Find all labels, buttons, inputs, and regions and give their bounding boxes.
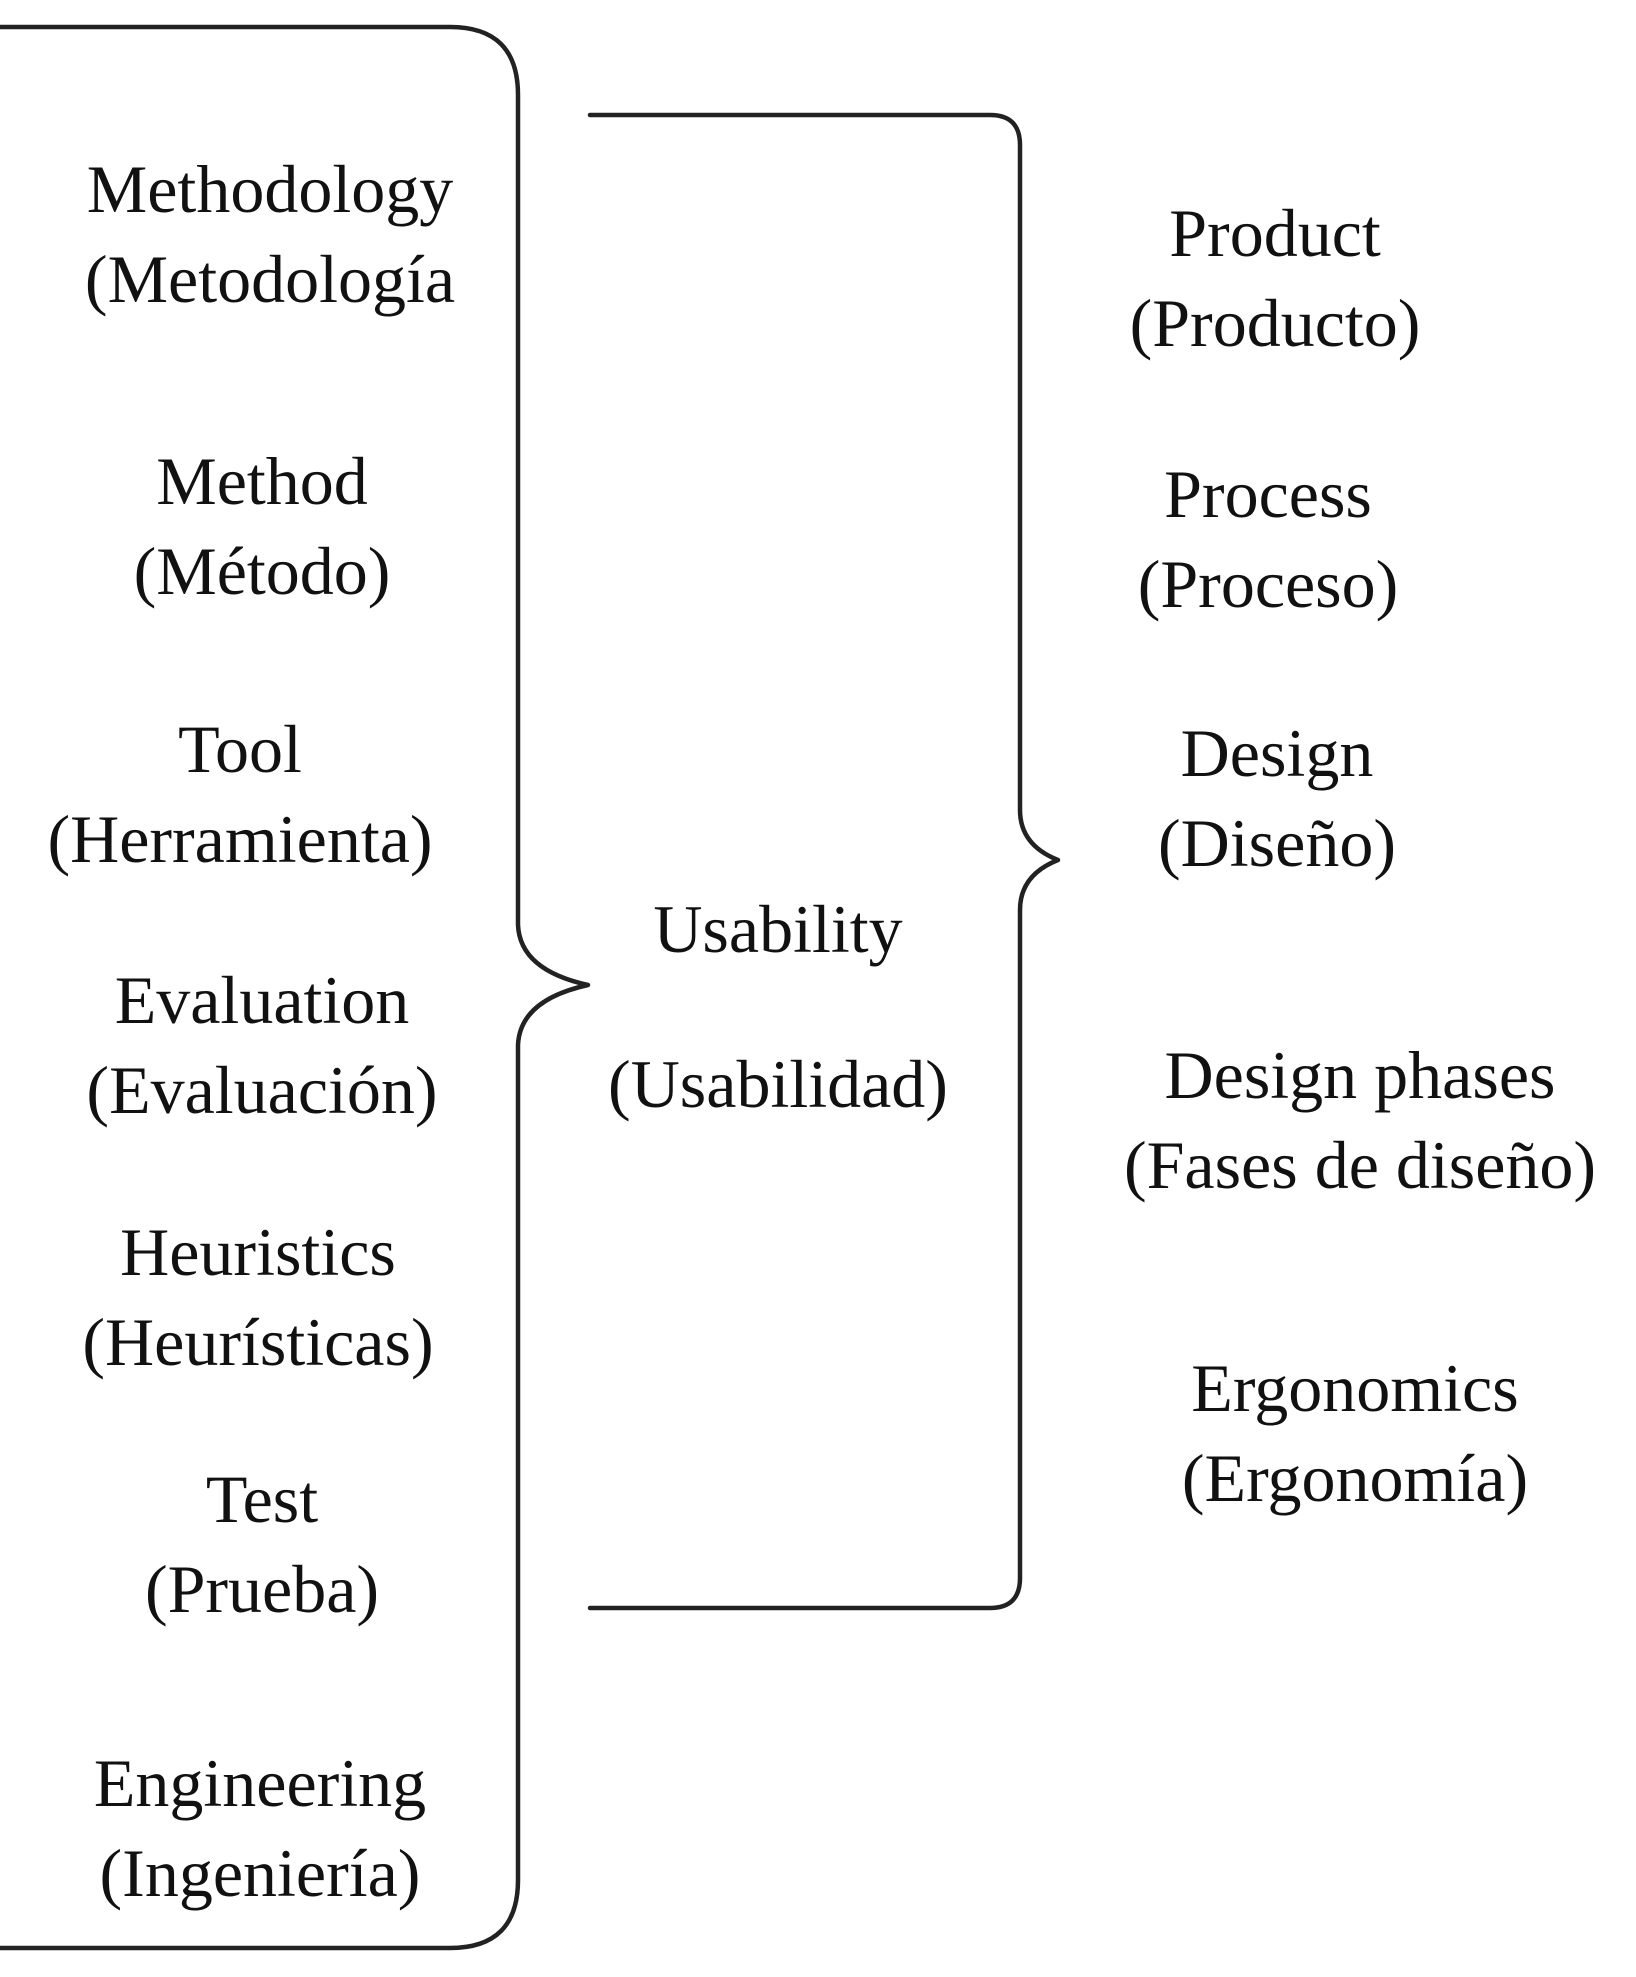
term-english: Evaluation bbox=[114, 962, 410, 1038]
term-spanish: (Prueba) bbox=[144, 1551, 380, 1627]
term-spanish: (Diseño) bbox=[1158, 805, 1396, 881]
left-term-method: Method (Método) bbox=[134, 436, 391, 616]
left-term-tool: Tool (Herramienta) bbox=[47, 704, 432, 884]
left-term-engineering: Engineering (Ingeniería) bbox=[94, 1738, 426, 1918]
right-term-design-phases: Design phases (Fases de diseño) bbox=[1124, 1030, 1596, 1210]
term-spanish: (Herramienta) bbox=[47, 801, 433, 877]
term-spanish: (Método) bbox=[133, 533, 391, 609]
term-spanish: (Fases de diseño) bbox=[1123, 1127, 1597, 1203]
term-english: Engineering bbox=[93, 1745, 427, 1821]
center-term-usability: Usability (Usabilidad) bbox=[608, 852, 948, 1162]
left-term-evaluation: Evaluation (Evaluación) bbox=[86, 955, 437, 1135]
left-term-heuristics: Heuristics (Heurísticas) bbox=[82, 1207, 433, 1387]
term-spanish: (Metodología bbox=[84, 241, 456, 317]
term-english: Heuristics bbox=[120, 1214, 396, 1290]
term-english: Usability bbox=[653, 891, 903, 967]
right-term-ergonomics: Ergonomics (Ergonomía) bbox=[1182, 1343, 1528, 1523]
term-english: Methodology bbox=[86, 151, 454, 227]
term-english: Design bbox=[1180, 715, 1374, 791]
term-spanish: (Ergonomía) bbox=[1181, 1440, 1529, 1516]
right-term-design: Design (Diseño) bbox=[1158, 708, 1396, 888]
left-term-test: Test (Prueba) bbox=[145, 1454, 379, 1634]
term-spanish: (Ingeniería) bbox=[99, 1835, 421, 1911]
right-group-brace bbox=[587, 112, 1061, 1611]
term-english: Process bbox=[1164, 456, 1372, 532]
term-english: Test bbox=[205, 1461, 319, 1537]
right-term-product: Product (Producto) bbox=[1130, 188, 1421, 368]
term-english: Tool bbox=[178, 711, 302, 787]
term-english: Product bbox=[1169, 195, 1381, 271]
term-spanish: (Evaluación) bbox=[86, 1052, 438, 1128]
term-spanish: (Producto) bbox=[1129, 285, 1421, 361]
term-english: Ergonomics bbox=[1191, 1350, 1519, 1426]
term-spanish: (Heurísticas) bbox=[82, 1304, 434, 1380]
term-english: Method bbox=[156, 443, 368, 519]
term-spanish: (Proceso) bbox=[1137, 546, 1399, 622]
term-english: Design phases bbox=[1164, 1037, 1556, 1113]
left-term-methodology: Methodology (Metodología bbox=[85, 144, 455, 324]
right-term-process: Process (Proceso) bbox=[1138, 449, 1399, 629]
left-group-brace bbox=[0, 24, 591, 1951]
term-spanish: (Usabilidad) bbox=[608, 1046, 948, 1122]
